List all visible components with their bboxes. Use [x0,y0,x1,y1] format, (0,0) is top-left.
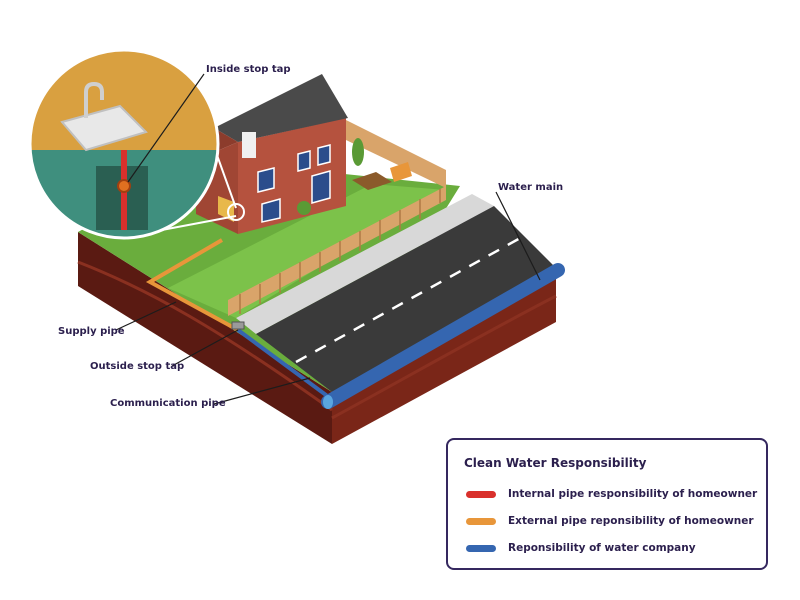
sink [60,104,148,152]
front-door [311,170,331,204]
legend-swatch-red [466,490,496,498]
fence-pickets [239,189,441,314]
tree [352,138,364,166]
garden-props [297,138,412,215]
legend-label: External pipe reponsibility of homeowner [508,515,754,527]
legend-item-water-company: Reponsibility of water company [466,540,696,556]
garage-door [218,196,234,222]
leader-communication-pipe [213,377,311,405]
water-main-pipe [321,263,565,409]
legend-swatch-orange [466,517,496,525]
road [256,206,556,392]
zoom-target-marker [227,203,245,221]
label-outside-stop-tap: Outside stop tap [90,361,185,372]
windows [257,144,331,223]
communication-pipe [236,328,332,400]
house-roof [214,74,348,142]
label-water-main: Water main [498,182,564,193]
zoom-detail [28,48,245,240]
lawn [168,184,446,318]
legend-title: Clean Water Responsibility [464,456,647,470]
tap-faucet [84,81,104,118]
window [257,167,275,193]
legend-item-internal: Internal pipe responsibility of homeowne… [466,486,757,502]
pipes [145,238,565,409]
shed [390,162,412,182]
leader-outside-stop-tap [171,329,239,367]
window [261,198,281,223]
fence [228,120,446,316]
supply-pipe [145,238,239,332]
inside-stop-tap-valve [117,179,131,193]
soil-strata [77,260,557,420]
legend-label: Internal pipe responsibility of homeowne… [508,488,758,500]
leader-water-main [495,191,541,281]
outside-stop-tap-box [231,321,245,330]
label-communication-pipe: Communication pipe [110,398,226,409]
bush [297,201,311,215]
picnic-table [352,172,392,190]
zoom-circle-border [28,48,220,240]
window [317,144,331,166]
soil-left-face [78,232,332,444]
pavement [236,194,494,334]
chimney [242,132,256,158]
legend: Clean Water Responsibility Internal pipe… [446,438,768,570]
leader-inside-stop-tap [127,73,205,183]
water-main-end [323,395,333,409]
leader-supply-pipe [115,301,177,331]
label-inside-stop-tap: Inside stop tap [206,64,291,75]
window [297,150,311,172]
side-fence [346,120,446,188]
label-supply-pipe: Supply pipe [58,326,125,337]
front-fence [228,186,446,316]
legend-swatch-blue [466,544,496,552]
leader-lines [115,73,541,405]
worktop [30,50,218,160]
legend-item-external: External pipe reponsibility of homeowner [466,513,754,529]
legend-label: Reponsibility of water company [508,542,696,554]
